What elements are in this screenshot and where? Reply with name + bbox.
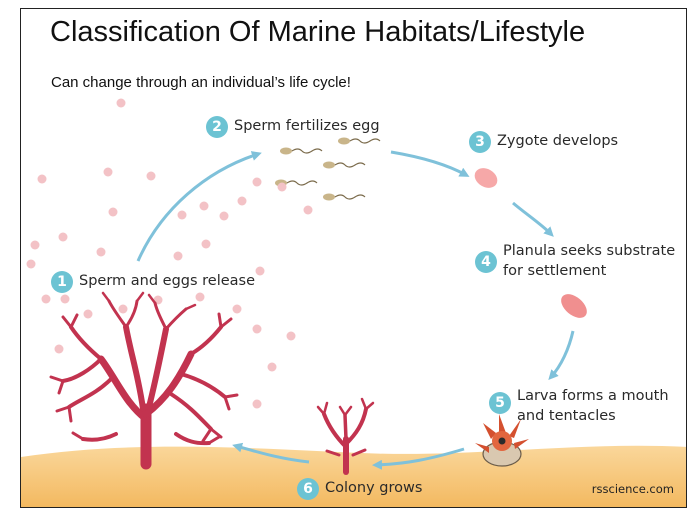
life-cycle-illustration (21, 98, 686, 507)
step-number-badge: 2 (206, 116, 228, 138)
step-2: 2 Sperm fertilizes egg (206, 116, 380, 138)
arrow-1-to-2 (136, 151, 262, 262)
step-number-badge: 4 (475, 251, 497, 273)
step-label: Planula seeks substrate for settlement (503, 241, 675, 281)
step-label: Sperm fertilizes egg (234, 116, 380, 136)
source-credit: rsscience.com (591, 482, 674, 496)
page-title: Classification Of Marine Habitats/Lifest… (50, 16, 586, 48)
step-1: 1 Sperm and eggs release (51, 271, 255, 293)
step-label-line: Sperm fertilizes egg (234, 118, 380, 134)
large-coral (49, 291, 239, 470)
eggs-cloud (26, 98, 296, 409)
step-4: 4 Planula seeks substrate for settlement (475, 241, 675, 281)
step-label-line: Planula seeks substrate (503, 243, 676, 259)
cycle-arrows (136, 150, 575, 470)
step-label-line: Zygote develops (497, 133, 619, 149)
step-number-badge: 6 (297, 478, 319, 500)
arrow-3-to-4 (512, 201, 554, 237)
planula (561, 294, 587, 318)
larva-polyp (475, 414, 529, 467)
step-label-line: and tentacles (517, 408, 616, 424)
step-label: Colony grows (325, 478, 422, 498)
step-3: 3 Zygote develops (469, 131, 618, 153)
zygote (474, 168, 498, 188)
step-label-line: for settlement (503, 263, 607, 279)
sand-floor (21, 445, 686, 507)
step-number-badge: 5 (489, 392, 511, 414)
diagram-frame: Classification Of Marine Habitats/Lifest… (20, 8, 687, 508)
sperm-cells (275, 137, 381, 201)
step-6: 6 Colony grows (297, 478, 422, 500)
small-coral (316, 397, 375, 475)
step-label: Larva forms a mouth and tentacles (517, 386, 669, 426)
step-label-line: Larva forms a mouth (517, 388, 669, 404)
arrow-4-to-5 (548, 330, 575, 380)
step-5: 5 Larva forms a mouth and tentacles (489, 386, 669, 426)
step-label: Zygote develops (497, 131, 618, 151)
arrow-5-to-6 (372, 447, 465, 470)
step-number-badge: 3 (469, 131, 491, 153)
arrow-2-to-3 (390, 150, 470, 177)
arrow-6-to-coral (232, 442, 310, 464)
page-subtitle: Can change through an individual’s life … (51, 74, 351, 91)
step-label: Sperm and eggs release (79, 271, 255, 291)
step-label-line: Sperm and eggs release (79, 273, 256, 289)
step-label-line: Colony grows (325, 480, 423, 496)
step-number-badge: 1 (51, 271, 73, 293)
